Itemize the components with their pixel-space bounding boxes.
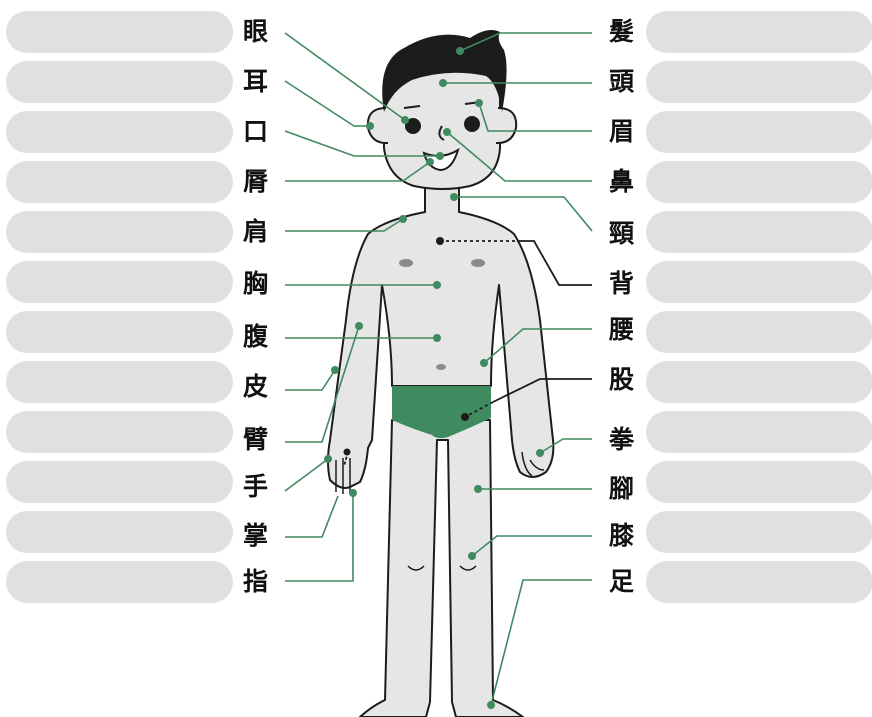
answer-box-right-6[interactable]	[646, 261, 872, 303]
legs	[359, 419, 524, 717]
label-shoulder: 肩	[243, 217, 269, 246]
answer-box-right-4[interactable]	[646, 161, 872, 203]
answer-box-left-11[interactable]	[6, 511, 233, 553]
label-mouth: 口	[243, 117, 269, 146]
answer-box-right-7[interactable]	[646, 311, 872, 353]
label-palm: 掌	[243, 521, 269, 550]
answer-box-left-2[interactable]	[6, 61, 233, 103]
answer-box-right-8[interactable]	[646, 361, 872, 403]
label-fist: 拳	[609, 425, 635, 454]
answer-box-right-11[interactable]	[646, 511, 872, 553]
label-ear: 耳	[243, 67, 269, 96]
label-hair: 髮	[609, 17, 635, 46]
label-eyebrow: 眉	[609, 117, 635, 146]
answer-box-left-1[interactable]	[6, 11, 233, 53]
answer-box-right-10[interactable]	[646, 461, 872, 503]
answer-box-left-5[interactable]	[6, 211, 233, 253]
underwear	[392, 386, 491, 439]
answer-box-right-2[interactable]	[646, 61, 872, 103]
answer-box-left-10[interactable]	[6, 461, 233, 503]
label-neck: 頸	[609, 219, 635, 248]
left-eyebrow	[403, 105, 421, 109]
label-knee: 膝	[609, 521, 635, 550]
head	[383, 69, 501, 190]
answer-box-left-3[interactable]	[6, 111, 233, 153]
label-back: 背	[609, 269, 635, 298]
label-head: 頭	[609, 67, 635, 96]
answer-box-left-4[interactable]	[6, 161, 233, 203]
label-waist: 腰	[609, 315, 635, 344]
label-lips: 脣	[243, 167, 269, 196]
nose	[438, 125, 445, 141]
answer-box-right-1[interactable]	[646, 11, 872, 53]
answer-box-left-12[interactable]	[6, 561, 233, 603]
right-eye	[464, 116, 480, 132]
answer-box-right-9[interactable]	[646, 411, 872, 453]
answer-box-right-12[interactable]	[646, 561, 872, 603]
answer-box-right-3[interactable]	[646, 111, 872, 153]
label-chest: 胸	[243, 269, 269, 298]
label-nose: 鼻	[609, 167, 635, 196]
label-belly: 腹	[243, 322, 269, 351]
label-finger: 指	[243, 567, 269, 596]
label-thigh: 股	[609, 365, 635, 394]
answer-box-left-6[interactable]	[6, 261, 233, 303]
label-hand: 手	[243, 472, 269, 501]
hair	[382, 30, 507, 112]
label-leg: 腳	[609, 474, 635, 503]
answer-box-left-9[interactable]	[6, 411, 233, 453]
answer-box-left-7[interactable]	[6, 311, 233, 353]
left-eye	[405, 118, 421, 134]
label-skin: 皮	[243, 372, 269, 401]
right-ear	[495, 107, 518, 145]
label-foot: 足	[609, 567, 635, 596]
answer-box-left-8[interactable]	[6, 361, 233, 403]
label-eye: 眼	[243, 17, 269, 46]
label-arm: 臂	[243, 425, 269, 454]
answer-box-right-5[interactable]	[646, 211, 872, 253]
